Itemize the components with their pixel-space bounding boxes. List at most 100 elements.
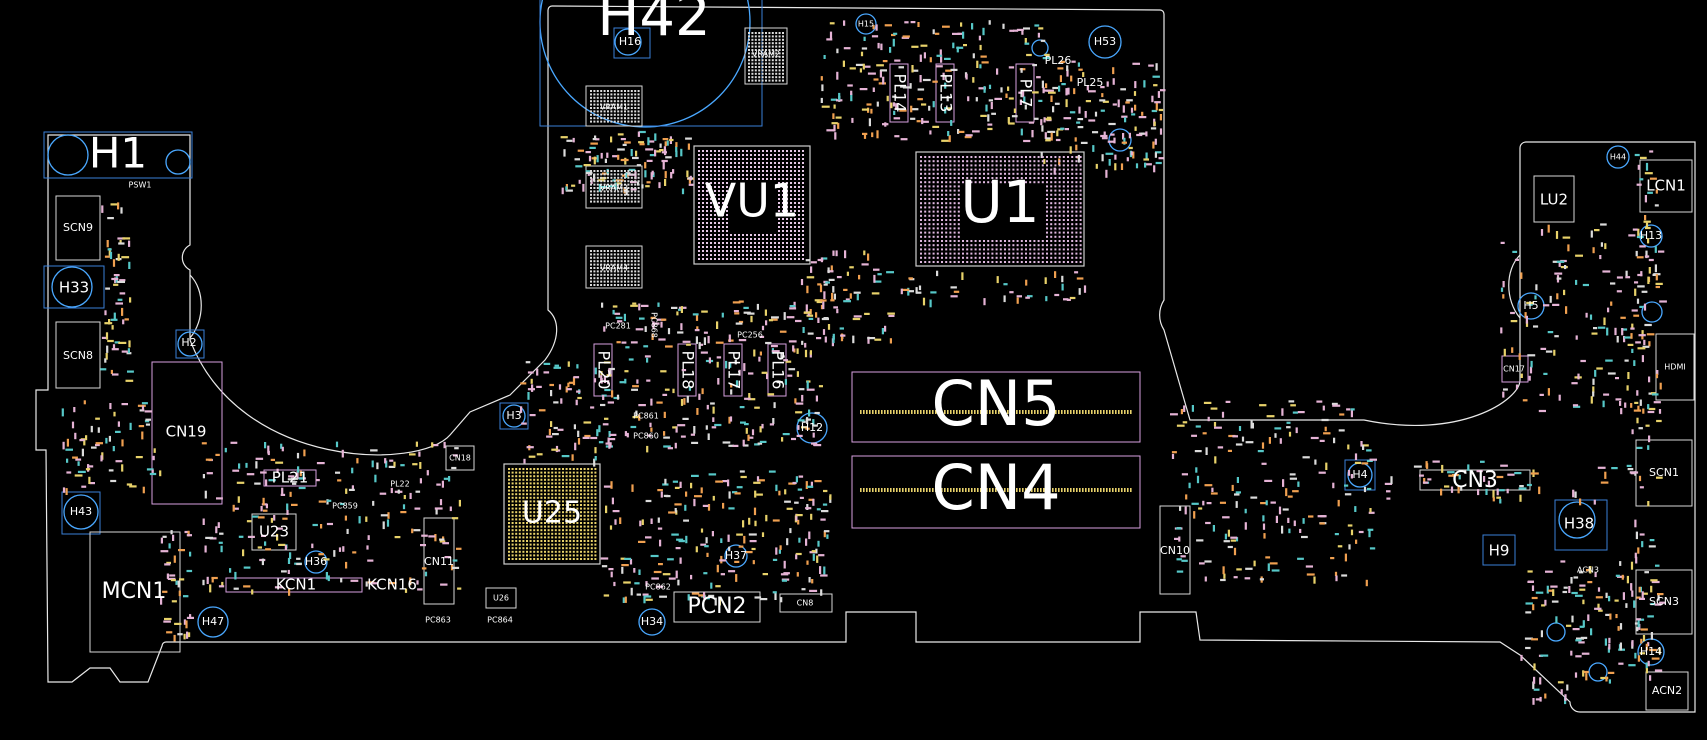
- bga-ball: [790, 170, 792, 172]
- bga-ball: [920, 219, 922, 221]
- passive-pad: [662, 138, 669, 141]
- passive-pad: [554, 364, 559, 367]
- bga-ball: [714, 182, 716, 184]
- bga-ball: [758, 150, 760, 152]
- bga-ball: [572, 540, 575, 542]
- bga-ball: [1050, 235, 1053, 238]
- bga-ball: [551, 507, 554, 510]
- bga-ball: [544, 554, 546, 557]
- bga-ball: [941, 177, 943, 179]
- bga-ball: [710, 186, 712, 188]
- passive-pad: [805, 259, 811, 262]
- passive-pad: [1525, 646, 1531, 650]
- passive-pad: [1354, 453, 1358, 460]
- passive-pad: [789, 305, 796, 308]
- passive-pad: [576, 364, 579, 369]
- connector-pin: [860, 488, 862, 492]
- bga-ball: [928, 235, 931, 238]
- passive-pad: [662, 573, 671, 576]
- passive-pad: [255, 461, 258, 469]
- bga-ball: [620, 260, 623, 263]
- bga-ball: [576, 468, 579, 470]
- passive-pad: [634, 582, 640, 585]
- bga-ball: [726, 258, 728, 260]
- bga-ball: [533, 478, 536, 481]
- passive-pad: [281, 570, 287, 573]
- bga-ball: [790, 230, 792, 232]
- bga-ball: [924, 219, 927, 221]
- connector-pin: [920, 410, 922, 414]
- passive-pad: [74, 432, 77, 440]
- bga-ball: [580, 471, 582, 474]
- bga-ball: [987, 244, 990, 247]
- bga-ball: [932, 181, 935, 184]
- bga-ball: [562, 532, 564, 535]
- bga-ball: [593, 96, 596, 99]
- bga-ball: [928, 181, 931, 184]
- bga-ball: [613, 170, 616, 172]
- passive-pad: [750, 315, 753, 323]
- bga-ball: [617, 117, 620, 120]
- connector-pin: [941, 410, 943, 414]
- passive-pad: [820, 589, 823, 596]
- passive-pad: [145, 423, 150, 426]
- passive-pad: [567, 382, 570, 388]
- passive-pad: [1335, 575, 1338, 582]
- bga-ball: [738, 258, 740, 260]
- passive-pad: [83, 440, 86, 446]
- passive-pad: [808, 317, 814, 320]
- bga-ball: [590, 482, 593, 485]
- passive-pad: [1154, 138, 1157, 145]
- bga-ball: [924, 181, 927, 184]
- bga-ball: [526, 522, 528, 524]
- passive-pad: [916, 120, 921, 123]
- passive-pad: [734, 560, 740, 563]
- passive-pad: [772, 418, 775, 424]
- passive-pad: [1637, 347, 1646, 350]
- passive-pad: [797, 425, 800, 430]
- bga-ball: [768, 55, 771, 58]
- passive-pad: [894, 135, 900, 138]
- passive-pad: [160, 537, 163, 544]
- passive-pad: [202, 579, 205, 586]
- passive-pad: [612, 309, 615, 315]
- bga-ball: [572, 543, 575, 546]
- passive-pad: [1021, 30, 1024, 35]
- bga-ball: [1046, 181, 1048, 184]
- passive-pad: [796, 434, 803, 437]
- bga-ball: [630, 117, 633, 120]
- passive-pad: [457, 587, 462, 590]
- bga-ball: [1008, 177, 1011, 179]
- bga-ball: [558, 493, 561, 496]
- bga-ball: [1020, 261, 1023, 263]
- passive-pad: [316, 462, 325, 465]
- bga-ball: [590, 540, 593, 542]
- passive-pad: [915, 287, 918, 294]
- bga-ball: [551, 543, 554, 546]
- passive-pad: [811, 550, 816, 553]
- bga-ball: [1058, 177, 1061, 179]
- bga-ball: [607, 260, 609, 263]
- bga-ball: [576, 554, 579, 557]
- bga-ball: [613, 107, 616, 109]
- passive-pad: [1101, 137, 1108, 140]
- bga-ball: [613, 96, 616, 99]
- passive-pad: [439, 538, 445, 541]
- bga-ball: [714, 242, 716, 244]
- passive-pad: [1132, 62, 1140, 65]
- passive-pad: [1108, 122, 1116, 126]
- passive-pad: [807, 332, 814, 335]
- passive-pad: [1655, 274, 1658, 281]
- passive-pad: [113, 283, 119, 286]
- passive-pad: [603, 375, 606, 383]
- bga-ball: [778, 174, 780, 176]
- bga-ball: [610, 267, 613, 269]
- bga-ball: [590, 183, 592, 186]
- passive-pad: [566, 388, 572, 391]
- bga-ball: [1079, 248, 1082, 251]
- passive-pad: [915, 291, 922, 294]
- bga-ball: [518, 550, 521, 553]
- passive-pad: [83, 400, 86, 405]
- connector-pin: [1112, 410, 1114, 414]
- bga-ball: [765, 59, 767, 62]
